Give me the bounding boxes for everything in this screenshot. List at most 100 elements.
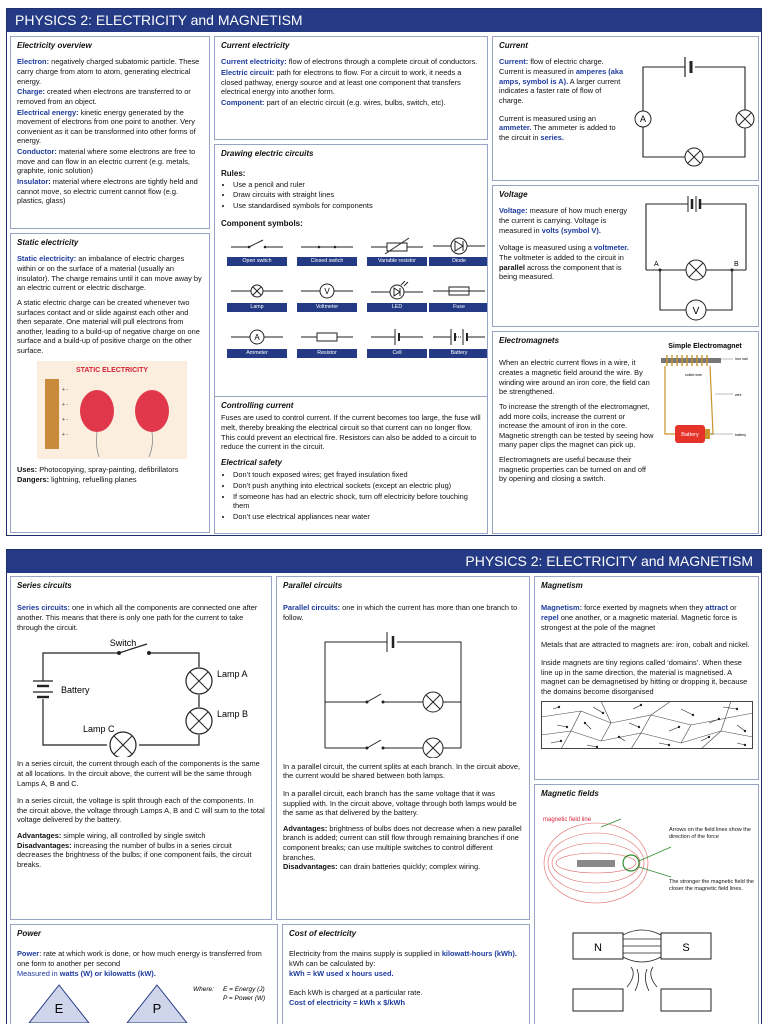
sheet-1-banner: PHYSICS 2: ELECTRICITY and MAGNETISM (7, 9, 761, 32)
electromagnet-image-title: Simple Electromagnet (668, 343, 742, 350)
electromagnet-label-battery: battery (735, 433, 746, 437)
series-circuit-diagram: Switch Lamp A Battery Lamp B Lamp C (21, 637, 265, 758)
electromagnets-box: Electromagnets When an electric current … (492, 331, 759, 534)
current-title: Current (499, 41, 528, 50)
domain-arrow-head (743, 730, 747, 733)
power-triangles: E P Where: E = Energy (J) P = Power (W) (17, 983, 271, 1024)
controlling-text: Fuses are used to control current. If th… (221, 413, 481, 452)
voltage-box: Voltage Voltage: measure of how much ene… (492, 185, 759, 327)
drawing-box: Drawing electric circuits Rules: Use a p… (214, 144, 488, 402)
power-p2: Measured in watts (W) or kilowatts (kW). (17, 968, 156, 978)
power-title: Power (17, 929, 42, 938)
symbols-heading: Component symbols: (221, 218, 303, 228)
symbol-label: Ammeter (227, 349, 287, 358)
field-line-label: magnetic field line (543, 817, 592, 823)
series-adv: Advantages: simple wiring, all controlle… (17, 831, 206, 841)
series-box: Series circuits Series circuits: one in … (10, 576, 272, 920)
definition-item: Charge: created when electrons are trans… (17, 87, 191, 106)
triangle-p-label: P (153, 1001, 162, 1016)
symbol-label: Lamp (227, 303, 287, 312)
domain-arrow-head (601, 712, 605, 715)
static-p1: Static electricity: an imbalance of elec… (17, 254, 202, 293)
svg-text:+ -: + - (62, 432, 68, 438)
svg-text:+ -: + - (62, 387, 68, 393)
overview-box: Electricity overview Electron: negativel… (10, 36, 210, 229)
bar-magnets-illustration: N S (567, 927, 752, 1017)
domain-arrow (700, 737, 710, 742)
cost-formula: kWh = kW used x hours used. (289, 968, 394, 978)
static-dangers: Dangers: lightning, refuelling planes (17, 475, 137, 485)
symbol-label: Resistor (297, 349, 357, 358)
sheet-1: PHYSICS 2: ELECTRICITY and MAGNETISM Ele… (6, 8, 762, 536)
symbol-label: Closed switch (297, 257, 357, 266)
symbol-led: LED (367, 281, 427, 312)
definition-item: Electric circuit: path for electrons to … (221, 68, 462, 97)
symbol-voltmeter: V Voltmeter (297, 281, 357, 312)
cost-p2: Each kWh is charged at a particular rate… (289, 988, 423, 998)
svg-text:V: V (693, 306, 700, 317)
cost-formula-2: Cost of electricity = kWh x $/kWh (289, 997, 406, 1007)
current-box: Current Current: flow of electric charge… (492, 36, 759, 181)
rules-list: Use a pencil and rulerDraw circuits with… (233, 180, 481, 211)
parallel-p3: In a parallel circuit, each branch has t… (283, 788, 517, 818)
parallel-p2: In a parallel circuit, the current split… (283, 761, 521, 781)
series-p1: Series circuits: one in which all the co… (17, 603, 258, 632)
domain-arrow-head (565, 726, 569, 729)
domain-arrow (722, 707, 738, 710)
symbol-diode: Diode (429, 235, 487, 266)
bullet-item: Don’t push anything into electrical sock… (233, 481, 481, 491)
domain-arrow-head (595, 746, 599, 749)
electromagnet-battery-label: Battery (681, 432, 699, 438)
definition-item: Conductor: material where some electrons… (17, 147, 196, 176)
strength-note: The stronger the magnetic field the clos… (669, 879, 754, 892)
where-label: Where: (193, 986, 214, 993)
domain-arrow-head (707, 736, 711, 739)
domain-arrow-head (559, 740, 563, 743)
symbol-label: Cell (367, 349, 427, 358)
electromagnets-text: When an electric current flows in a wire… (499, 358, 654, 484)
symbol-label: Battery (429, 349, 487, 358)
magnetism-p3: Inside magnets are tiny regions called ‘… (541, 657, 748, 696)
domain-arrow-head (637, 726, 641, 729)
static-box: Static electricity Static electricity: a… (10, 233, 210, 533)
magnetism-title: Magnetism (541, 581, 583, 590)
svg-text:A: A (640, 114, 646, 124)
definition-item: Component: part of an electric circuit (… (221, 97, 446, 107)
symbol-label: Voltmeter (297, 303, 357, 312)
rules-heading: Rules: (221, 169, 246, 179)
domain-arrow (618, 737, 626, 742)
voltage-label-a: A (654, 261, 659, 268)
symbol-open-switch: Open switch (227, 235, 287, 266)
symbol-label: Open switch (227, 257, 287, 266)
overview-title: Electricity overview (17, 41, 92, 50)
symbol-label: Fuse (429, 303, 487, 312)
triangle-e-label: E (55, 1001, 64, 1016)
static-illustration: + -+ -+ -+ - STATIC ELECTRICITY (37, 360, 203, 459)
drawing-title: Drawing electric circuits (221, 149, 314, 158)
domain-arrow-head (677, 726, 681, 729)
voltage-label-b: B (734, 261, 739, 268)
symbol-label: LED (367, 303, 427, 312)
magnetism-p1: Magnetism: force exerted by magnets when… (541, 603, 737, 632)
parallel-p1: Parallel circuits: one in which the curr… (283, 603, 518, 623)
def-power: P = Power (W) (223, 995, 265, 1002)
symbol-battery: Battery (429, 327, 487, 358)
bullet-item: Use a pencil and ruler (233, 180, 481, 190)
series-label-battery: Battery (61, 685, 90, 695)
domain-arrow (680, 709, 694, 716)
domain-arrow-head (743, 744, 747, 747)
domain-arrow-head (717, 718, 721, 721)
def-energy: E = Energy (J) (223, 986, 265, 993)
symbol-closed-switch: Closed switch (297, 235, 357, 266)
parallel-adv: Advantages: brightness of bulbs does not… (283, 823, 522, 862)
series-p2: In a series circuit, the current through… (17, 759, 260, 788)
static-uses: Uses: Photocopying, spray-painting, defi… (17, 464, 179, 474)
series-title: Series circuits (17, 581, 72, 590)
definition-item: Electrical energy: kinetic energy genera… (17, 107, 196, 146)
field-lines-illustration: magnetic field line Arrows on the field … (541, 813, 754, 913)
definition-item: Current electricity: flow of electrons t… (221, 57, 478, 67)
domain-arrow (632, 705, 642, 710)
static-p2: A static electric charge can be created … (17, 297, 200, 356)
cost-title: Cost of electricity (289, 929, 357, 938)
domain-arrow-head (735, 708, 739, 711)
